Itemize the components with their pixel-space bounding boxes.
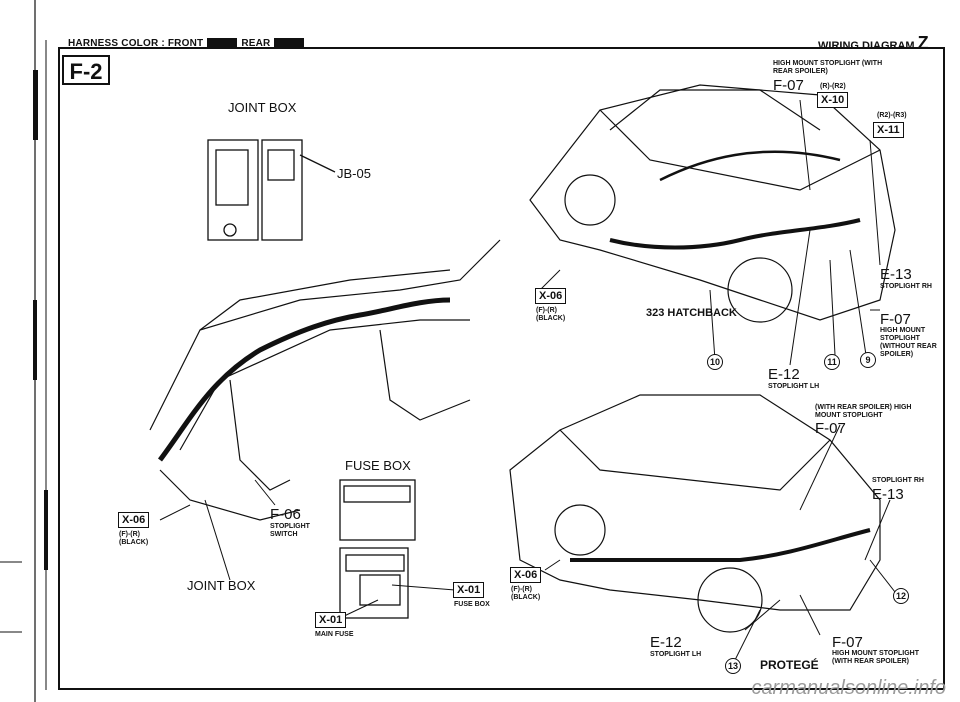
section-letter: Z bbox=[917, 33, 929, 53]
front-color-swatch bbox=[207, 38, 238, 47]
fuse-box-drawing bbox=[339, 479, 416, 619]
hb-circle-11: 11 bbox=[824, 354, 840, 370]
hb-x06-tag: X-06 bbox=[535, 288, 567, 304]
joint-box-top-label: JOINT BOX bbox=[228, 100, 297, 115]
hb-f07-right-code: F-07 bbox=[880, 311, 911, 328]
pr-e13-desc: STOPLIGHT RH bbox=[872, 477, 924, 484]
hatchback-drawing bbox=[529, 84, 896, 323]
hb-e12-code: E-12 bbox=[768, 366, 800, 383]
pr-f07-bottom-code: F-07 bbox=[832, 634, 863, 651]
jb05-label: JB-05 bbox=[337, 166, 371, 181]
pr-x06-tag: X-06 bbox=[510, 567, 542, 583]
hb-circle-9: 9 bbox=[860, 352, 876, 368]
pr-f07-top-code: F-07 bbox=[815, 420, 846, 437]
f06-code: F-06 bbox=[270, 506, 301, 523]
page-code: F-2 bbox=[62, 55, 110, 85]
pr-e12-code: E-12 bbox=[650, 634, 682, 651]
fuse-box-label: FUSE BOX bbox=[345, 458, 411, 473]
pr-f07-top-desc: (WITH REAR SPOILER) HIGH MOUNT STOPLIGHT bbox=[815, 404, 912, 419]
protege-drawing bbox=[509, 394, 881, 633]
harness-color-label: HARNESS COLOR : FRONT bbox=[68, 38, 204, 49]
hb-f07-top-code: F-07 bbox=[773, 77, 804, 94]
diagram-frame bbox=[58, 47, 945, 690]
x01-main-desc: MAIN FUSE bbox=[315, 631, 354, 638]
dashboard-drawing bbox=[149, 239, 501, 521]
rear-label: REAR bbox=[241, 38, 271, 49]
x01-main-tag: X-01 bbox=[315, 612, 347, 628]
hb-e12-desc: STOPLIGHT LH bbox=[768, 383, 820, 390]
hb-r-r2: (R)-(R2) bbox=[820, 83, 846, 90]
hb-x06-desc: (F)-(R) (BLACK) bbox=[536, 307, 566, 322]
pr-e12-desc: STOPLIGHT LH bbox=[650, 651, 702, 658]
harness-color-legend: HARNESS COLOR : FRONT REAR bbox=[68, 38, 308, 49]
x01-fuse-tag: X-01 bbox=[453, 582, 485, 598]
pr-circle-12: 12 bbox=[893, 588, 909, 604]
pr-x06-desc: (F)-(R) (BLACK) bbox=[511, 586, 541, 601]
pr-title: PROTEGÉ bbox=[760, 658, 819, 672]
hb-title: 323 HATCHBACK bbox=[646, 307, 737, 319]
page-title: WIRING DIAGRAM Z bbox=[818, 33, 929, 53]
hb-circle-10: 10 bbox=[707, 354, 723, 370]
f06-desc: STOPLIGHT SWITCH bbox=[270, 523, 310, 538]
x06-left-tag: X-06 bbox=[118, 512, 150, 528]
x06-left-desc: (F)-(R) (BLACK) bbox=[119, 531, 149, 546]
joint-box-drawing bbox=[207, 139, 336, 241]
hb-x11-tag: X-11 bbox=[873, 122, 904, 138]
pr-circle-13: 13 bbox=[725, 658, 741, 674]
hb-e13-code: E-13 bbox=[880, 266, 912, 283]
rear-color-swatch bbox=[274, 38, 305, 47]
pr-e13-code: E-13 bbox=[872, 486, 904, 503]
x01-fuse-desc: FUSE BOX bbox=[454, 601, 490, 608]
watermark: carmanualsonline.info bbox=[751, 677, 946, 699]
hb-r2-r3: (R2)-(R3) bbox=[877, 112, 907, 119]
joint-box-bottom-label: JOINT BOX bbox=[187, 578, 256, 593]
hb-e13-desc: STOPLIGHT RH bbox=[880, 283, 932, 290]
hb-x10-tag: X-10 bbox=[817, 92, 849, 108]
hb-f07-right-desc: HIGH MOUNT STOPLIGHT (WITHOUT REAR SPOIL… bbox=[880, 327, 937, 358]
pr-f07-bottom-desc: HIGH MOUNT STOPLIGHT (WITH REAR SPOILER) bbox=[832, 650, 919, 665]
hb-f07-top-desc: HIGH MOUNT STOPLIGHT (WITH REAR SPOILER) bbox=[773, 60, 883, 75]
leader-lines bbox=[159, 99, 896, 661]
